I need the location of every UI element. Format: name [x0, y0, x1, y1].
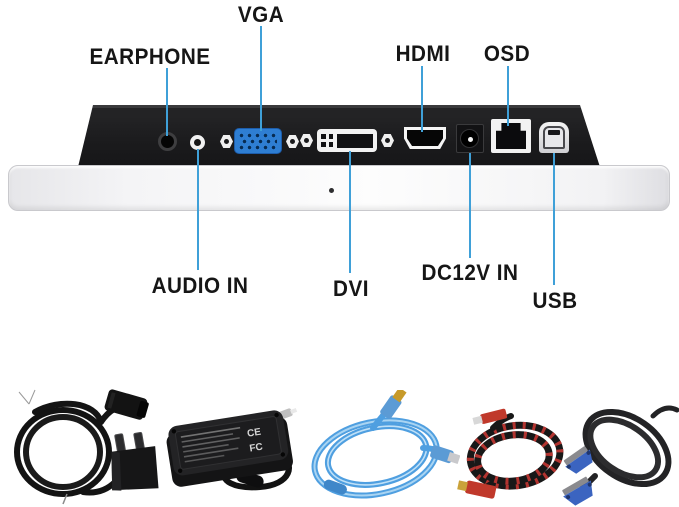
usb-leader-line	[553, 153, 555, 285]
dvi-analog-pins	[321, 134, 333, 147]
osd-port-cavity	[496, 123, 526, 149]
dc12v-power-jack	[456, 124, 484, 153]
monitor-body	[8, 165, 670, 211]
audio-in-label: AUDIO IN	[151, 273, 249, 298]
iec-connector	[104, 389, 149, 420]
usb-a-connector-1	[380, 390, 407, 419]
osd-leader-line	[507, 66, 509, 126]
usb-a-connector-2	[430, 445, 460, 465]
vga-connector-1	[563, 446, 593, 474]
dvi-screw-left-icon	[300, 134, 313, 147]
hdmi-leader-line	[421, 66, 423, 132]
dc-jack-pin	[467, 136, 473, 142]
hdmi-label: HDMI	[395, 41, 451, 66]
vga-screw-left-icon	[220, 135, 233, 148]
hdmi-connector-2	[457, 480, 497, 499]
hdmi-connector-1	[472, 408, 508, 425]
ce-mark: CE	[246, 427, 262, 440]
vga-pin-row	[239, 144, 277, 150]
dvi-pin-grid	[337, 133, 373, 148]
dvi-screw-right-icon	[381, 134, 394, 147]
usb-cable-photo	[311, 390, 460, 499]
pinhole-dot	[329, 188, 334, 193]
power-adapter-photo: CE FC	[166, 408, 298, 491]
usb-b-port	[539, 122, 569, 153]
vga-label: VGA	[237, 2, 285, 27]
vga-connector-2	[562, 476, 593, 506]
osd-port	[491, 119, 531, 153]
audio-in-leader-line	[197, 149, 199, 270]
earphone-label: EARPHONE	[89, 44, 211, 69]
usb-label: USB	[532, 288, 578, 313]
osd-label: OSD	[483, 41, 531, 66]
power-cord-photo	[14, 389, 159, 505]
fc-mark: FC	[249, 442, 264, 455]
dc12v-in-label: DC12V IN	[421, 260, 519, 285]
hdmi-cable-photo	[457, 408, 564, 499]
vga-screw-right-icon	[286, 135, 299, 148]
usb-b-port-pins	[548, 130, 560, 135]
hdmi-port-cavity	[407, 130, 443, 146]
vga-leader-line	[260, 26, 262, 131]
vga-pin-row	[242, 138, 277, 144]
vga-pin-row	[239, 132, 277, 138]
dvi-port	[317, 129, 377, 152]
audio-in-port	[190, 135, 205, 150]
cable-joint	[323, 479, 347, 495]
dvi-label: DVI	[333, 276, 369, 301]
vga-port	[234, 128, 282, 154]
dc12v-leader-line	[469, 153, 471, 258]
dvi-leader-line	[349, 151, 351, 273]
uk-plug	[111, 432, 159, 491]
vga-cable-photo	[562, 405, 679, 506]
earphone-leader-line	[166, 68, 168, 136]
adapter-brick: CE FC	[166, 410, 293, 487]
hdmi-port	[404, 127, 446, 149]
